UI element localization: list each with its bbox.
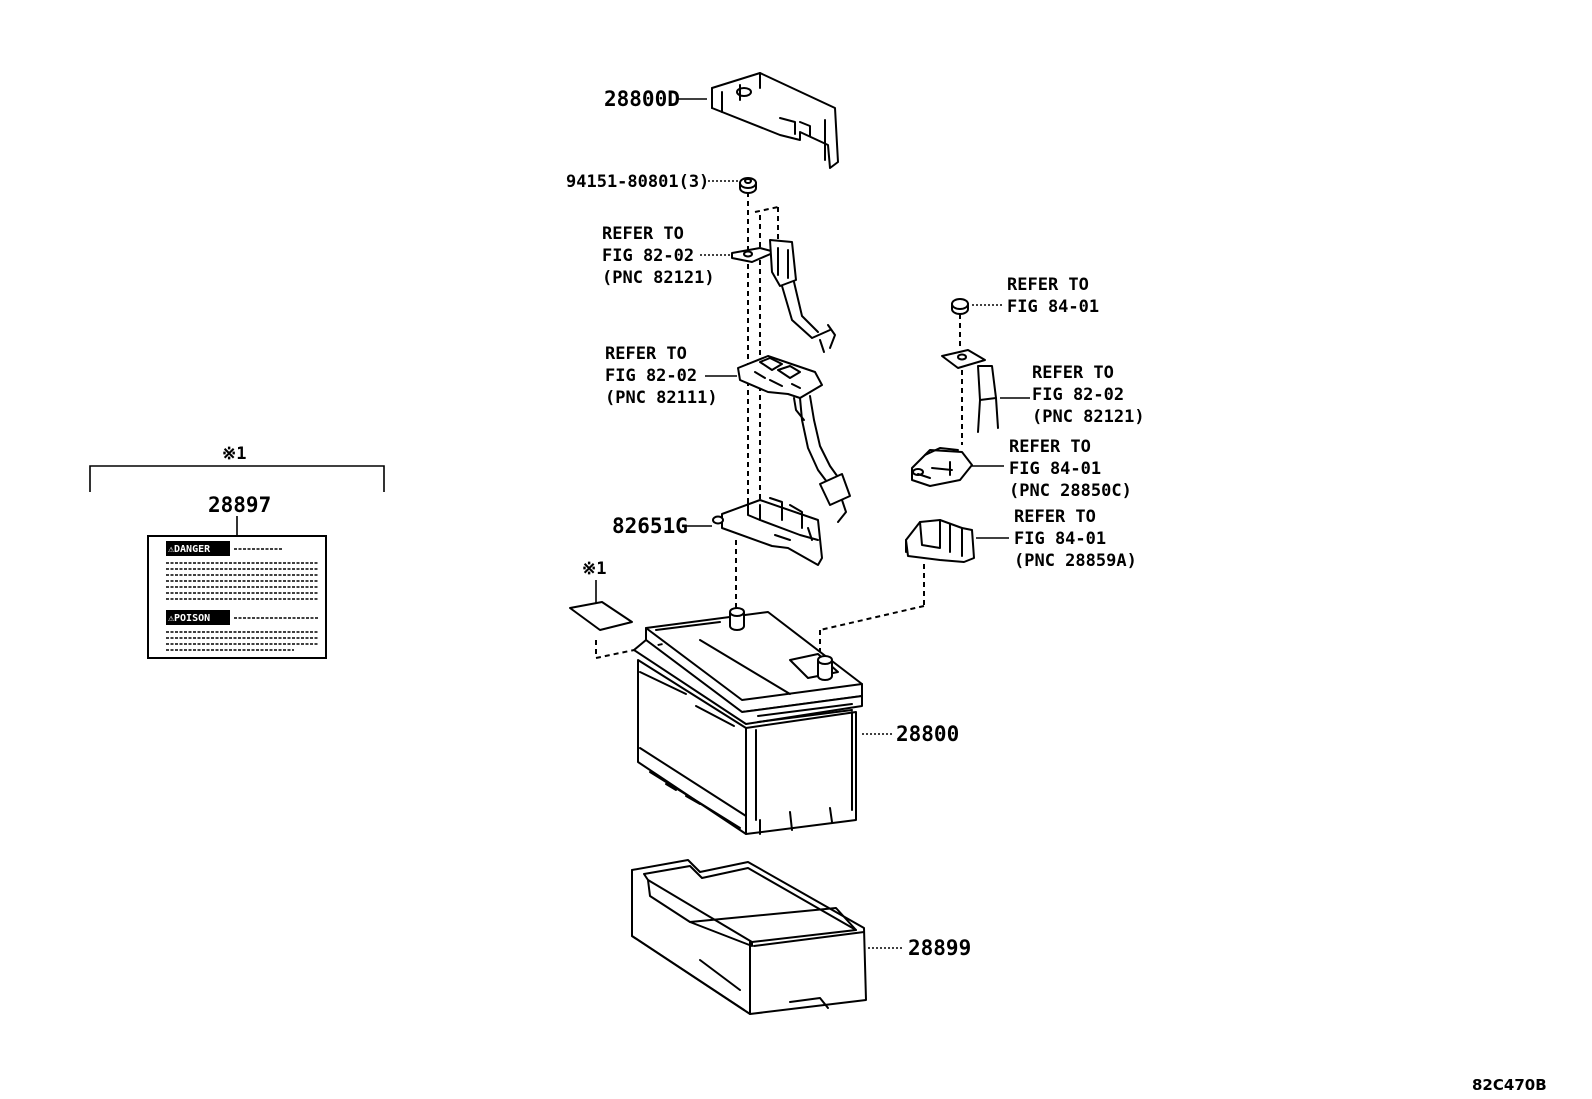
cable-terminal-82121[interactable] bbox=[731, 239, 836, 353]
ref-84-01-a: REFER TO FIG 84-01 bbox=[1007, 275, 1099, 317]
svg-text:REFER TO: REFER TO bbox=[1014, 507, 1096, 527]
svg-text:(PNC 82121): (PNC 82121) bbox=[602, 268, 715, 288]
svg-text:(PNC 28850C): (PNC 28850C) bbox=[1009, 481, 1132, 501]
svg-text:REFER TO: REFER TO bbox=[605, 344, 687, 364]
ref-28859a: REFER TO FIG 84-01 (PNC 28859A) bbox=[1014, 507, 1137, 571]
svg-text:REFER TO: REFER TO bbox=[1007, 275, 1089, 295]
svg-text:(PNC 28859A): (PNC 28859A) bbox=[1014, 551, 1137, 571]
svg-text:FIG 84-01: FIG 84-01 bbox=[1007, 297, 1099, 317]
battery-tray-28899[interactable] bbox=[631, 859, 867, 1015]
group-bracket bbox=[89, 465, 385, 492]
caution-label-28897[interactable]: ⚠DANGER ⚠POISON bbox=[147, 535, 327, 659]
nut-94151-80801[interactable] bbox=[739, 177, 757, 194]
poison-heading: ⚠POISON bbox=[168, 613, 210, 624]
fusible-link-block-82111[interactable] bbox=[737, 355, 851, 523]
bolt-84-01[interactable] bbox=[951, 298, 969, 315]
note-mark-label: ※1 bbox=[582, 559, 606, 579]
danger-heading: ⚠DANGER bbox=[168, 544, 211, 555]
svg-text:FIG 82-02: FIG 82-02 bbox=[605, 366, 697, 386]
diagram-code: 82C470B bbox=[1472, 1076, 1547, 1094]
part-28897-label: 28897 bbox=[208, 493, 271, 517]
ref-28850c: REFER TO FIG 84-01 (PNC 28850C) bbox=[1009, 437, 1132, 501]
svg-text:(PNC 82121): (PNC 82121) bbox=[1032, 407, 1145, 427]
battery-28800[interactable] bbox=[633, 607, 863, 835]
negative-cable-82121[interactable] bbox=[941, 349, 999, 433]
terminal-clamp-28859a[interactable] bbox=[905, 519, 975, 563]
part-82651g-label: 82651G bbox=[612, 514, 688, 538]
svg-text:FIG 84-01: FIG 84-01 bbox=[1014, 529, 1106, 549]
svg-text:REFER TO: REFER TO bbox=[1009, 437, 1091, 457]
svg-text:FIG 82-02: FIG 82-02 bbox=[602, 246, 694, 266]
svg-text:REFER TO: REFER TO bbox=[602, 224, 684, 244]
svg-text:(PNC 82111): (PNC 82111) bbox=[605, 388, 718, 408]
svg-text:FIG 82-02: FIG 82-02 bbox=[1032, 385, 1124, 405]
ref-82121-a: REFER TO FIG 82-02 (PNC 82121) bbox=[602, 224, 715, 288]
ref-82121-b: REFER TO FIG 82-02 (PNC 82121) bbox=[1032, 363, 1145, 427]
part-28800-label: 28800 bbox=[896, 722, 959, 746]
svg-text:FIG 84-01: FIG 84-01 bbox=[1009, 459, 1101, 479]
part-28899-label: 28899 bbox=[908, 936, 971, 960]
part-94151-label: 94151-80801(3) bbox=[566, 172, 709, 192]
bracket-82651g[interactable] bbox=[712, 497, 823, 566]
warning-sticker[interactable] bbox=[569, 601, 633, 631]
svg-text:REFER TO: REFER TO bbox=[1032, 363, 1114, 383]
part-28800d-label: 28800D bbox=[604, 87, 680, 111]
battery-sensor-28850c[interactable] bbox=[911, 447, 973, 487]
battery-cover-28800d[interactable] bbox=[711, 72, 839, 169]
note-mark-group-label: ※1 bbox=[222, 444, 246, 464]
ref-82111: REFER TO FIG 82-02 (PNC 82111) bbox=[605, 344, 718, 408]
